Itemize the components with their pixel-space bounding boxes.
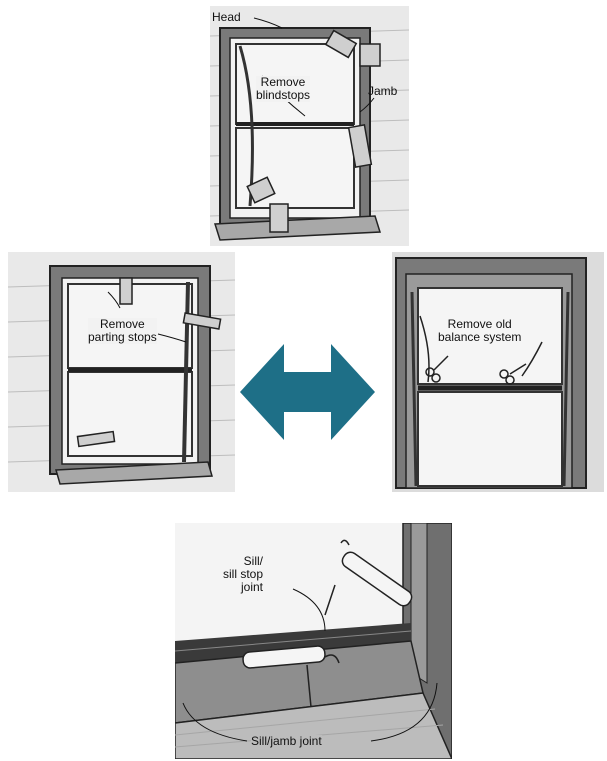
window-illustration-bottom	[175, 523, 452, 759]
panel-remove-balance-system: Remove old balance system	[392, 252, 604, 492]
sill-jamb-joint-label: Sill/jamb joint	[251, 735, 322, 748]
panel-sill-joints: Sill/ sill stop joint Sill/jamb joint	[175, 523, 452, 759]
head-label: Head	[212, 11, 241, 24]
jamb-label: Jamb	[368, 85, 397, 98]
window-illustration-right	[392, 252, 604, 492]
double-headed-arrow-icon	[240, 340, 375, 444]
remove-old-balance-system-label: Remove old balance system	[438, 318, 521, 344]
window-illustration-left	[8, 252, 235, 492]
panel-remove-blindstops: Head Remove blindstops Jamb	[210, 6, 409, 246]
sill-stop-joint-label: Sill/ sill stop joint	[223, 555, 263, 594]
remove-blindstops-label: Remove blindstops	[256, 76, 310, 102]
remove-parting-stops-label: Remove parting stops	[88, 318, 157, 344]
window-illustration-top	[210, 6, 409, 246]
panel-remove-parting-stops: Remove parting stops	[8, 252, 235, 492]
